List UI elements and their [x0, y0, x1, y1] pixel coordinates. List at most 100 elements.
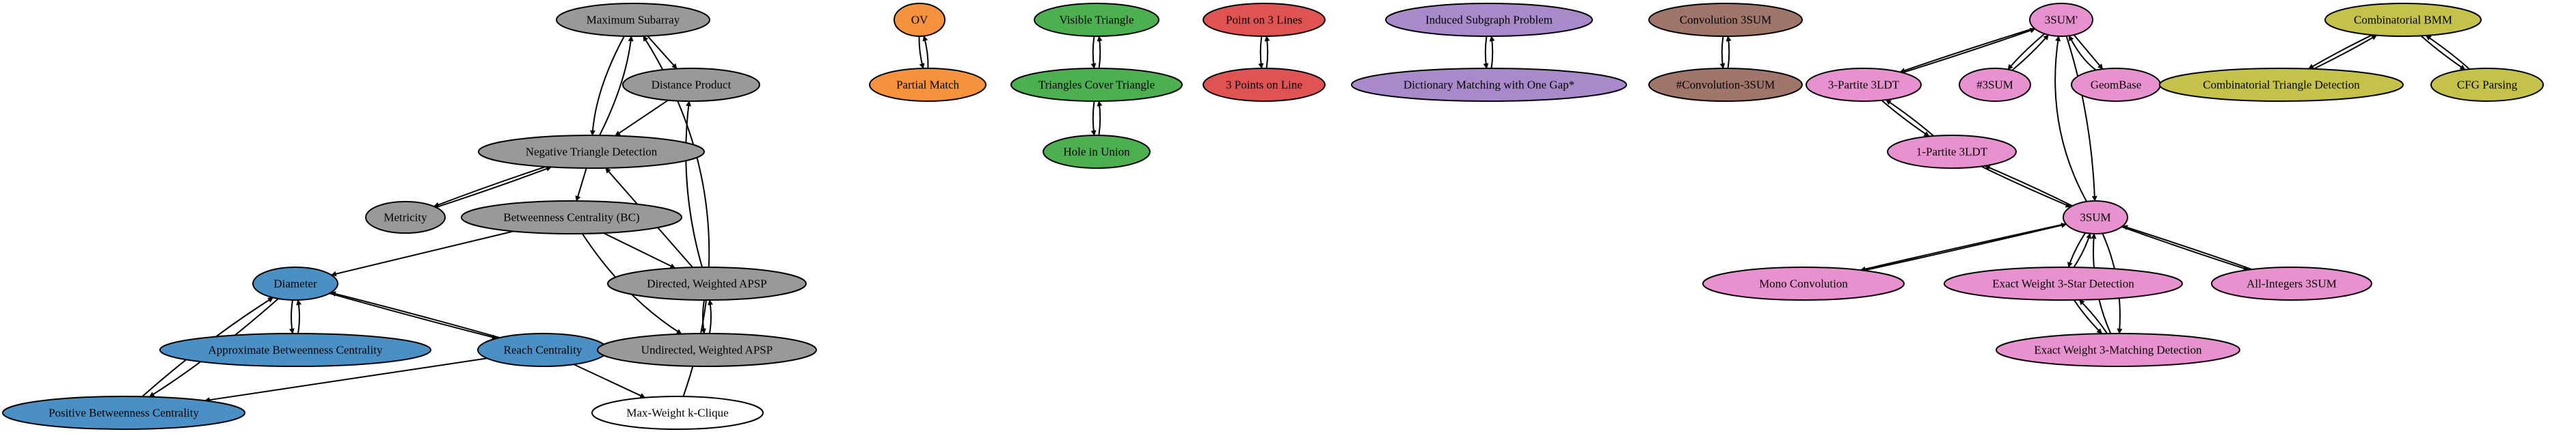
node-ellipse — [869, 68, 987, 102]
edge-partite1ldt-to-threesum — [1981, 165, 2071, 208]
node-label: Triangles Cover Triangle — [1038, 79, 1155, 92]
node-label: Distance Product — [652, 79, 732, 92]
node-ellipse — [1648, 68, 1803, 102]
node-exact-star: Exact Weight 3-Star Detection — [1944, 267, 2183, 301]
node-ellipse — [1959, 68, 2031, 102]
node-label: All-Integers 3SUM — [2246, 277, 2337, 290]
node-label: Convolution 3SUM — [1680, 14, 1772, 27]
node-comb-bmm: Combinatorial BMM — [2324, 3, 2482, 37]
node-ellipse — [591, 396, 764, 430]
edge-conv3sum-to-hash_conv3sum — [1719, 36, 1726, 69]
node-ellipse — [1944, 267, 2183, 301]
node-ellipse — [607, 267, 807, 301]
node-ellipse — [2430, 68, 2544, 102]
edge-dict_matching-to-induced_subgraph — [1489, 36, 1495, 69]
edge-visible_triangle-to-triangles_cover — [1090, 36, 1097, 69]
node-label: Metricity — [384, 211, 427, 224]
edge-comb_bmm-to-comb_triangle — [2308, 34, 2373, 70]
node-conv3sum: Convolution 3SUM — [1648, 3, 1803, 37]
node-induced-subgraph: Induced Subgraph Problem — [1385, 3, 1593, 37]
node-label: Approximate Betweenness Centrality — [209, 344, 383, 357]
node-label: 3SUM — [2080, 211, 2110, 224]
node-label: Combinatorial Triangle Detection — [2203, 79, 2360, 92]
node-label: Reach Centrality — [504, 344, 582, 357]
node-approx-bc: Approximate Betweenness Centrality — [159, 333, 431, 367]
node-hole-union: Hole in Union — [1043, 135, 1151, 169]
node-ellipse — [1203, 68, 1326, 102]
node-ellipse — [2, 396, 245, 430]
node-ellipse — [1702, 267, 1905, 301]
edge-threesum_prime-to-partite3ldt — [1899, 27, 2035, 73]
edge-threesum_prime-to-geombase — [2073, 34, 2104, 70]
node-ellipse — [1034, 3, 1159, 37]
node-ellipse — [2063, 200, 2128, 234]
edge-triangles_cover-to-hole_union — [1090, 100, 1097, 136]
node-max-kclique: Max-Weight k-Clique — [591, 396, 764, 430]
node-label: Exact Weight 3-Matching Detection — [2034, 344, 2202, 357]
edge-bc-to-directed_apsp — [603, 232, 676, 269]
node-label: Visible Triangle — [1059, 14, 1133, 27]
node-label: 1-Partite 3LDT — [1916, 146, 1988, 159]
node-label: 3SUM' — [2045, 14, 2078, 27]
edge-distance_product-to-neg_triangle — [615, 99, 669, 137]
node-threesum-prime: 3SUM' — [2029, 3, 2093, 37]
node-exact-matching: Exact Weight 3-Matching Detection — [1996, 333, 2240, 367]
node-ellipse — [1203, 3, 1326, 37]
node-ellipse — [1385, 3, 1593, 37]
node-label: Hole in Union — [1063, 146, 1130, 159]
node-visible-triangle: Visible Triangle — [1034, 3, 1159, 37]
node-ellipse — [1887, 135, 2017, 169]
node-partite3ldt: 3-Partite 3LDT — [1806, 68, 1922, 102]
node-label: Maximum Subarray — [587, 14, 680, 27]
node-ellipse — [2029, 3, 2093, 37]
node-neg-triangle: Negative Triangle Detection — [478, 135, 705, 169]
node-reach: Reach Centrality — [477, 333, 608, 367]
node-label: Dictionary Matching with One Gap* — [1404, 79, 1574, 92]
edge-reach-to-diameter — [330, 291, 500, 339]
edge-neg_triangle-to-bc — [575, 167, 587, 202]
node-ellipse — [1648, 3, 1803, 37]
node-ov: OV — [894, 3, 945, 37]
edge-reach-to-pos_bc — [204, 357, 487, 403]
edge-threesum-to-all_int3sum — [2121, 226, 2249, 271]
edge-hash3sum-to-threesum_prime — [2011, 34, 2050, 71]
edge-neg_triangle-to-max_subarray — [599, 36, 634, 136]
edge-threesum_prime-to-threesum — [2065, 36, 2097, 202]
node-points3line: 3 Points on Line — [1203, 68, 1326, 102]
node-partite1ldt: 1-Partite 3LDT — [1887, 135, 2017, 169]
node-ellipse — [252, 267, 338, 301]
edge-exact_star-to-exact_matching — [2073, 299, 2103, 334]
edge-threesum-to-partite1ldt — [1984, 165, 2073, 207]
node-label: OV — [911, 14, 928, 27]
edge-diameter-to-approx_bc — [289, 299, 295, 334]
node-ellipse — [894, 3, 945, 37]
node-threesum: 3SUM — [2063, 200, 2128, 234]
node-point3lines: Point on 3 Lines — [1203, 3, 1326, 37]
node-ellipse — [622, 68, 760, 102]
edge-partial_match-to-ov — [922, 35, 929, 69]
edge-metricity-to-neg_triangle — [435, 166, 552, 208]
node-ellipse — [556, 3, 710, 37]
node-geombase: GeomBase — [2071, 68, 2161, 102]
edge-points3line-to-point3lines — [1264, 36, 1270, 69]
node-undirected-apsp: Undirected, Weighted APSP — [597, 333, 817, 367]
edge-hole_union-to-triangles_cover — [1097, 100, 1103, 136]
node-ellipse — [1996, 333, 2240, 367]
node-directed-apsp: Directed, Weighted APSP — [607, 267, 807, 301]
node-ellipse — [478, 135, 705, 169]
edge-diameter-to-reach — [329, 293, 498, 340]
edge-comb_bmm-to-cfg_parsing — [2420, 35, 2466, 70]
edge-threesum_prime-to-hash3sum — [2007, 33, 2045, 70]
node-label: Point on 3 Lines — [1226, 14, 1302, 27]
node-label: Negative Triangle Detection — [526, 146, 658, 159]
node-mono-conv: Mono Convolution — [1702, 267, 1905, 301]
edge-threesum-to-exact_star — [2067, 232, 2087, 268]
node-label: Induced Subgraph Problem — [1425, 14, 1553, 27]
node-ellipse — [597, 333, 817, 367]
node-ellipse — [461, 200, 682, 234]
node-label: Undirected, Weighted APSP — [641, 344, 773, 357]
edge-mono_conv-to-threesum — [1863, 222, 2067, 271]
edge-partite3ldt-to-partite1ldt — [1881, 100, 1930, 137]
